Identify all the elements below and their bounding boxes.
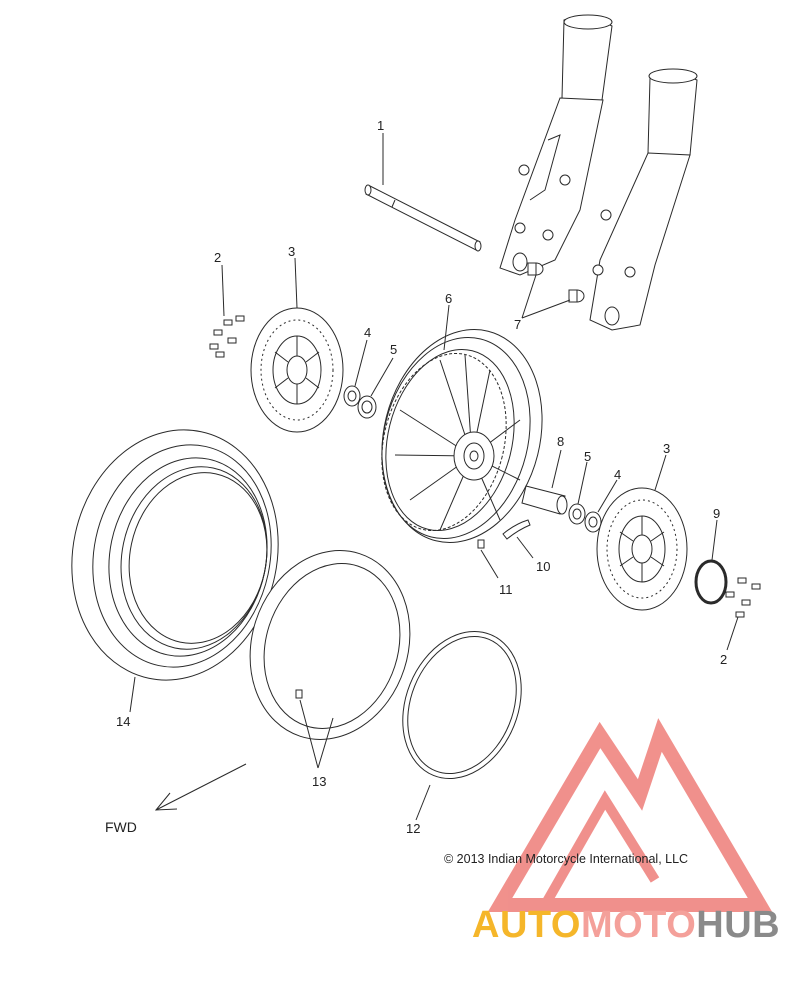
right-fork: [589, 68, 698, 331]
callout-4-left: 4: [364, 325, 371, 340]
callout-3-left: 3: [288, 244, 295, 259]
callout-12: 12: [406, 821, 420, 836]
leader-lines: [129, 133, 739, 821]
fwd-arrow: [154, 763, 247, 811]
fwd-label: FWD: [105, 819, 137, 835]
callout-1: 1: [377, 118, 384, 133]
tire: [71, 429, 279, 681]
callout-11: 11: [499, 582, 513, 597]
inner-tube: [249, 550, 411, 740]
bearings-left: [343, 385, 377, 419]
watermark-moto: MOTO: [581, 904, 696, 946]
bearings-right: [568, 503, 602, 533]
callout-14: 14: [116, 714, 130, 729]
callout-8: 8: [557, 434, 564, 449]
spacer-part: [527, 262, 585, 303]
rim-strip: [402, 630, 522, 780]
bolts-left: [209, 315, 245, 358]
weight-parts: [477, 519, 531, 549]
callouts: 1 2 3 4 5 6 7 8 5 4 3 9 10 11 2 14 13 12: [116, 118, 727, 836]
callout-9: 9: [713, 506, 720, 521]
brake-disc-left: [250, 307, 344, 433]
callout-5-right: 5: [584, 449, 591, 464]
hub-spacer: [521, 485, 568, 515]
watermark-hub: HUB: [696, 904, 780, 946]
callout-3-right: 3: [663, 441, 670, 456]
bolts-right: [725, 577, 761, 618]
callout-2-right: 2: [720, 652, 727, 667]
callout-13: 13: [312, 774, 326, 789]
watermark-text: AUTOMOTOHUB: [472, 904, 780, 946]
copyright-notice: © 2013 Indian Motorcycle International, …: [444, 852, 688, 866]
callout-5-left: 5: [390, 342, 397, 357]
brake-disc-right: [596, 487, 688, 611]
watermark-auto: AUTO: [472, 904, 581, 946]
callout-4-right: 4: [614, 467, 621, 482]
callout-10: 10: [536, 559, 550, 574]
watermark-logo: [487, 718, 773, 912]
callout-6: 6: [445, 291, 452, 306]
left-fork: [499, 14, 613, 276]
callout-2-left: 2: [214, 250, 221, 265]
axle-part: [364, 184, 482, 252]
callout-7: 7: [514, 317, 521, 332]
spoked-wheel: [381, 329, 543, 543]
tone-ring: [694, 559, 728, 605]
